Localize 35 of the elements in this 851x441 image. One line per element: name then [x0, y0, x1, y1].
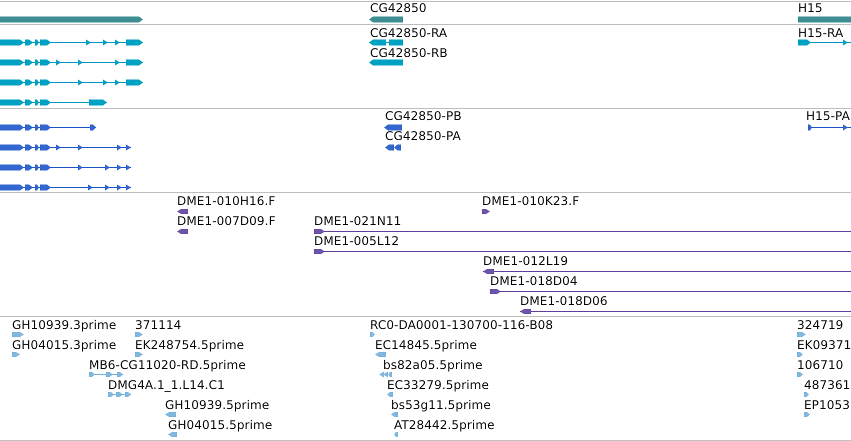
feature-label: DMG4A.1_1.L14.C1 — [108, 378, 225, 392]
feature-label: H15 — [798, 1, 823, 15]
feature-label: EC14845.5prime — [375, 338, 477, 352]
feature-label: H15-RA — [798, 26, 844, 40]
feature-label: DME1-018D06 — [520, 294, 608, 308]
feature-label: EK248754.5prime — [135, 338, 244, 352]
feature-label: CG42850-PB — [385, 109, 462, 123]
feature-label: DME1-007D09.F — [177, 214, 276, 228]
feature-label: DME1-012L19 — [483, 254, 568, 268]
feature-label: bs53g11.5prime — [391, 398, 491, 412]
feature-label: 324719 — [797, 318, 844, 332]
feature-label: AT28442.5prime — [394, 418, 495, 432]
feature-label: GH10939.5prime — [165, 398, 270, 412]
feature-label: DME1-010K23.F — [482, 194, 580, 208]
feature-label: DME1-005L12 — [314, 234, 400, 248]
feature-label: bs82a05.5prime — [383, 358, 483, 372]
feature-label: MB6-CG11020-RD.5prime — [89, 358, 246, 372]
feature-label: RC0-DA0001-130700-116-B08 — [370, 318, 554, 332]
feature-label: GH04015.3prime — [12, 338, 116, 352]
feature-label: 371114 — [135, 318, 182, 332]
feature-label: DME1-021N11 — [314, 214, 402, 228]
feature-label: CG42850-RA — [370, 26, 448, 40]
feature-label: EP1053 — [804, 398, 850, 412]
feature-label: DME1-010H16.F — [177, 194, 276, 208]
feature-label: EK09371 — [797, 338, 851, 352]
feature-label: GH04015.5prime — [168, 418, 272, 432]
feature-label: H15-PA — [806, 109, 850, 123]
feature-label: 106710 — [797, 358, 844, 372]
feature-label: GH10939.3prime — [12, 318, 116, 332]
feature-label: CG42850-RB — [370, 46, 448, 60]
feature-label: CG42850 — [370, 1, 427, 15]
feature-label: 487361 — [804, 378, 850, 392]
feature-label: CG42850-PA — [385, 129, 461, 143]
feature-label: EC33279.5prime — [387, 378, 489, 392]
feature-label: DME1-018D04 — [490, 274, 578, 288]
